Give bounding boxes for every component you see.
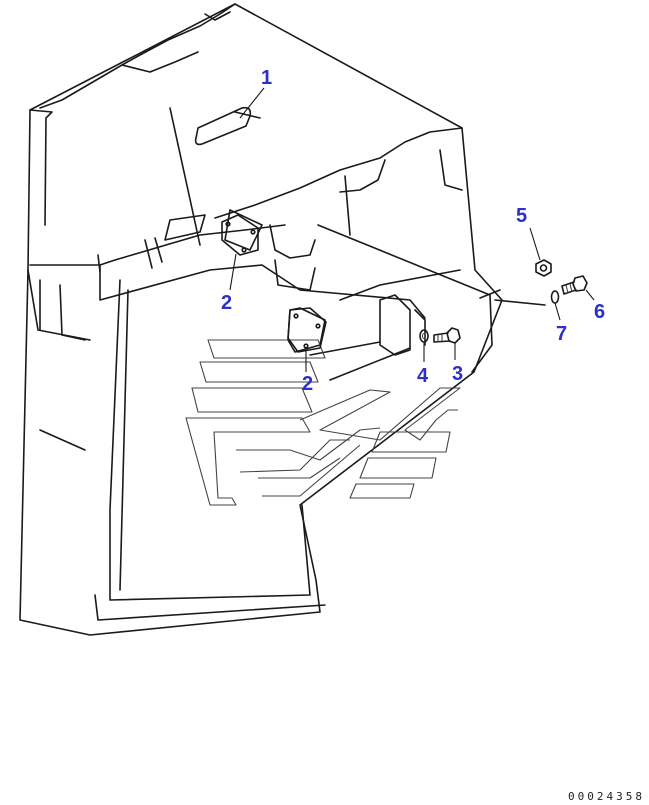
callout-6: 6 [594, 301, 605, 323]
callout-1: 1 [261, 67, 272, 89]
part-1-handle [194, 106, 252, 146]
part-2-plate-lower [287, 307, 327, 353]
callout-5: 5 [516, 205, 527, 227]
part-2-plate-upper [221, 214, 259, 256]
decal-stack [185, 339, 461, 506]
part-4-washer [419, 329, 429, 343]
part-7-washer [550, 290, 560, 304]
callout-3: 3 [452, 363, 463, 385]
callout-7: 7 [556, 323, 567, 345]
leader-lines [229, 87, 595, 372]
callout-4: 4 [417, 365, 429, 387]
part-5-nut [535, 259, 552, 277]
callout-2-upper: 2 [221, 292, 232, 314]
part-3-bolt [433, 327, 461, 344]
part-6-bolt [561, 275, 588, 295]
document-number: 00024358 [568, 790, 645, 803]
callout-2-lower: 2 [302, 373, 313, 395]
cab-body [19, 3, 546, 636]
